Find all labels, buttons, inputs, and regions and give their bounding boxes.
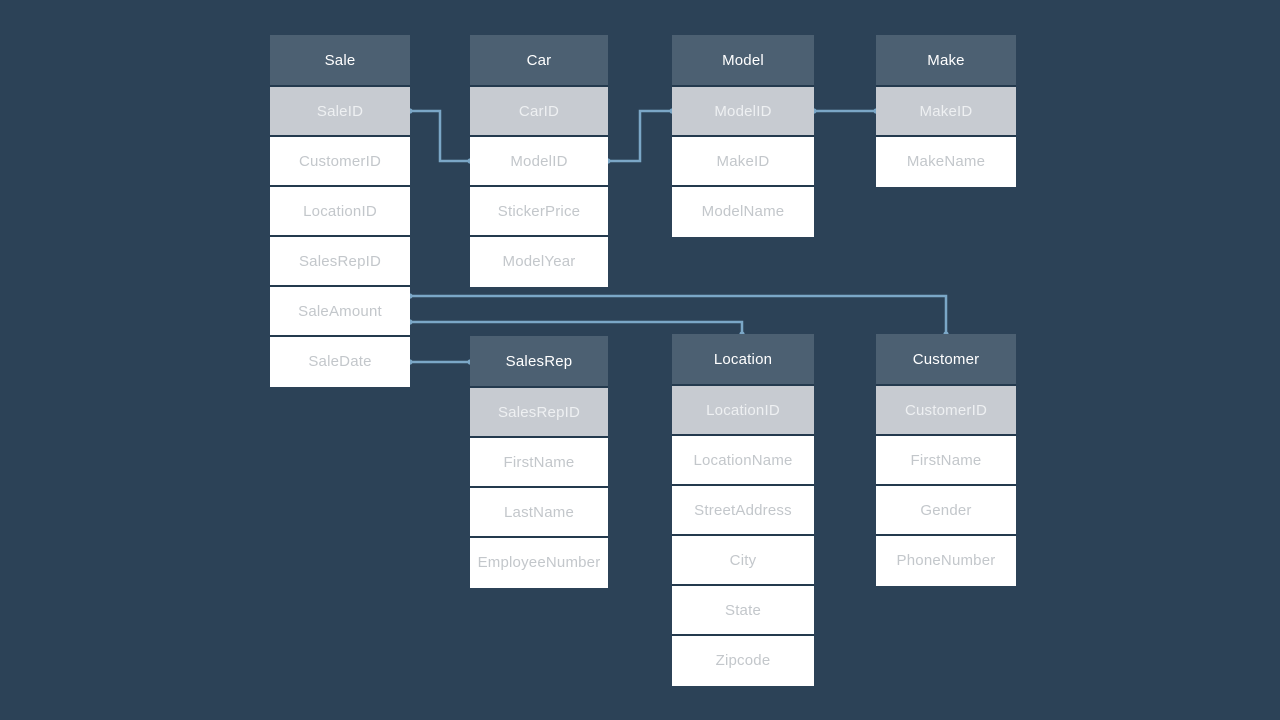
relationship-line-sale-saleamount-to-location: [408, 320, 744, 336]
field-row-stickerprice[interactable]: StickerPrice: [470, 187, 608, 237]
entity-title-customer: Customer: [876, 334, 1016, 386]
field-row-modelid[interactable]: ModelID: [470, 137, 608, 187]
field-row-makename[interactable]: MakeName: [876, 137, 1016, 187]
relationship-line-car-modelid-to-sale-saleid: [408, 109, 472, 163]
relationship-line-sale-saleamount-to-customer: [408, 294, 948, 336]
field-row-salesrepid[interactable]: SalesRepID: [270, 237, 410, 287]
field-row-streetaddress[interactable]: StreetAddress: [672, 486, 814, 536]
field-row-customerid[interactable]: CustomerID: [270, 137, 410, 187]
entity-title-car: Car: [470, 35, 608, 87]
field-row-makeid[interactable]: MakeID: [672, 137, 814, 187]
field-row-modelname[interactable]: ModelName: [672, 187, 814, 237]
field-row-locationname[interactable]: LocationName: [672, 436, 814, 486]
field-row-locationid[interactable]: LocationID: [270, 187, 410, 237]
primary-key-row-customerid[interactable]: CustomerID: [876, 386, 1016, 436]
primary-key-row-locationid[interactable]: LocationID: [672, 386, 814, 436]
entity-title-location: Location: [672, 334, 814, 386]
relationship-line-model-makeid-to-car-modelid: [606, 109, 674, 163]
field-row-firstname[interactable]: FirstName: [876, 436, 1016, 486]
entity-title-make: Make: [876, 35, 1016, 87]
primary-key-row-carid[interactable]: CarID: [470, 87, 608, 137]
field-row-modelyear[interactable]: ModelYear: [470, 237, 608, 287]
field-row-phonenumber[interactable]: PhoneNumber: [876, 536, 1016, 586]
field-row-city[interactable]: City: [672, 536, 814, 586]
entity-title-model: Model: [672, 35, 814, 87]
field-row-saleamount[interactable]: SaleAmount: [270, 287, 410, 337]
field-row-state[interactable]: State: [672, 586, 814, 636]
field-row-saledate[interactable]: SaleDate: [270, 337, 410, 387]
primary-key-row-salesrepid[interactable]: SalesRepID: [470, 388, 608, 438]
field-row-gender[interactable]: Gender: [876, 486, 1016, 536]
field-row-employeenumber[interactable]: EmployeeNumber: [470, 538, 608, 588]
primary-key-row-saleid[interactable]: SaleID: [270, 87, 410, 137]
primary-key-row-modelid[interactable]: ModelID: [672, 87, 814, 137]
primary-key-row-makeid[interactable]: MakeID: [876, 87, 1016, 137]
entity-title-salesrep: SalesRep: [470, 336, 608, 388]
field-row-lastname[interactable]: LastName: [470, 488, 608, 538]
field-row-firstname[interactable]: FirstName: [470, 438, 608, 488]
entity-title-sale: Sale: [270, 35, 410, 87]
field-row-zipcode[interactable]: Zipcode: [672, 636, 814, 686]
